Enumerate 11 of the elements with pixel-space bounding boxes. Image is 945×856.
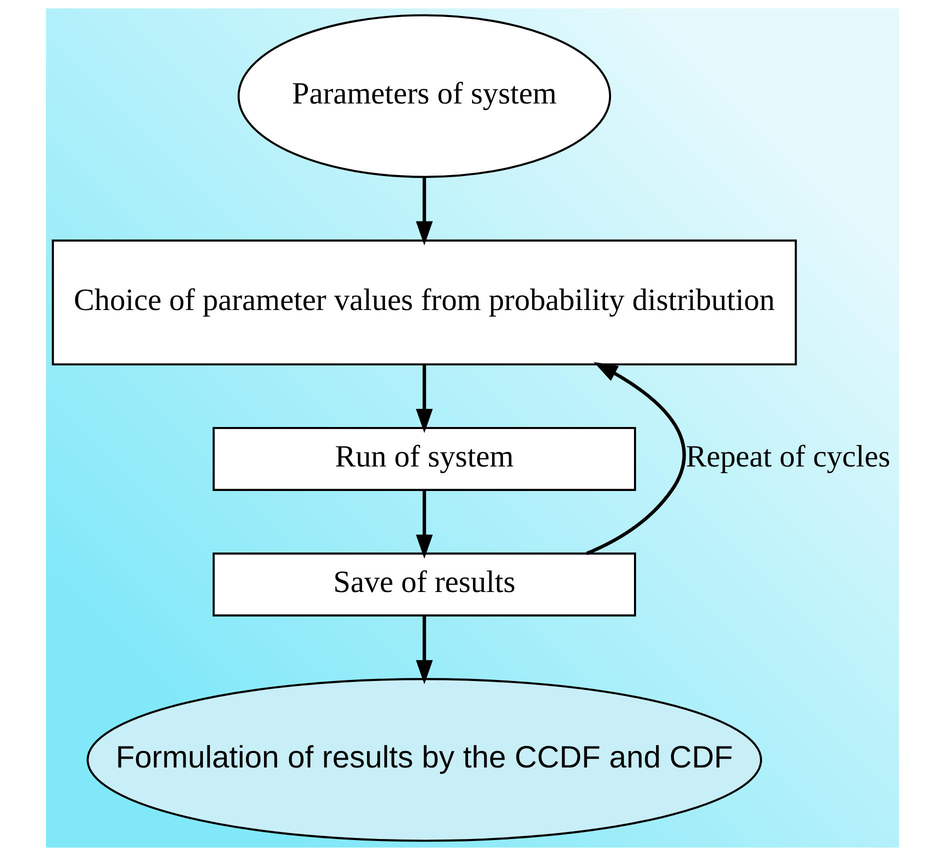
node-box: Save of results: [212, 552, 636, 616]
edge-label: Repeat of cycles: [686, 438, 890, 474]
arrow: [416, 364, 433, 434]
arrow: [416, 616, 433, 684]
arrow: [416, 177, 433, 246]
node-box: Choice of parameter values from probability distribution: [52, 240, 797, 366]
arrow: [416, 490, 433, 559]
arrow: [586, 362, 686, 556]
node-ellipse: Formulation of results by the CCDF and CDF: [86, 678, 762, 842]
node-ellipse: Parameters of system: [238, 14, 612, 178]
node-box: Run of system: [212, 426, 636, 491]
